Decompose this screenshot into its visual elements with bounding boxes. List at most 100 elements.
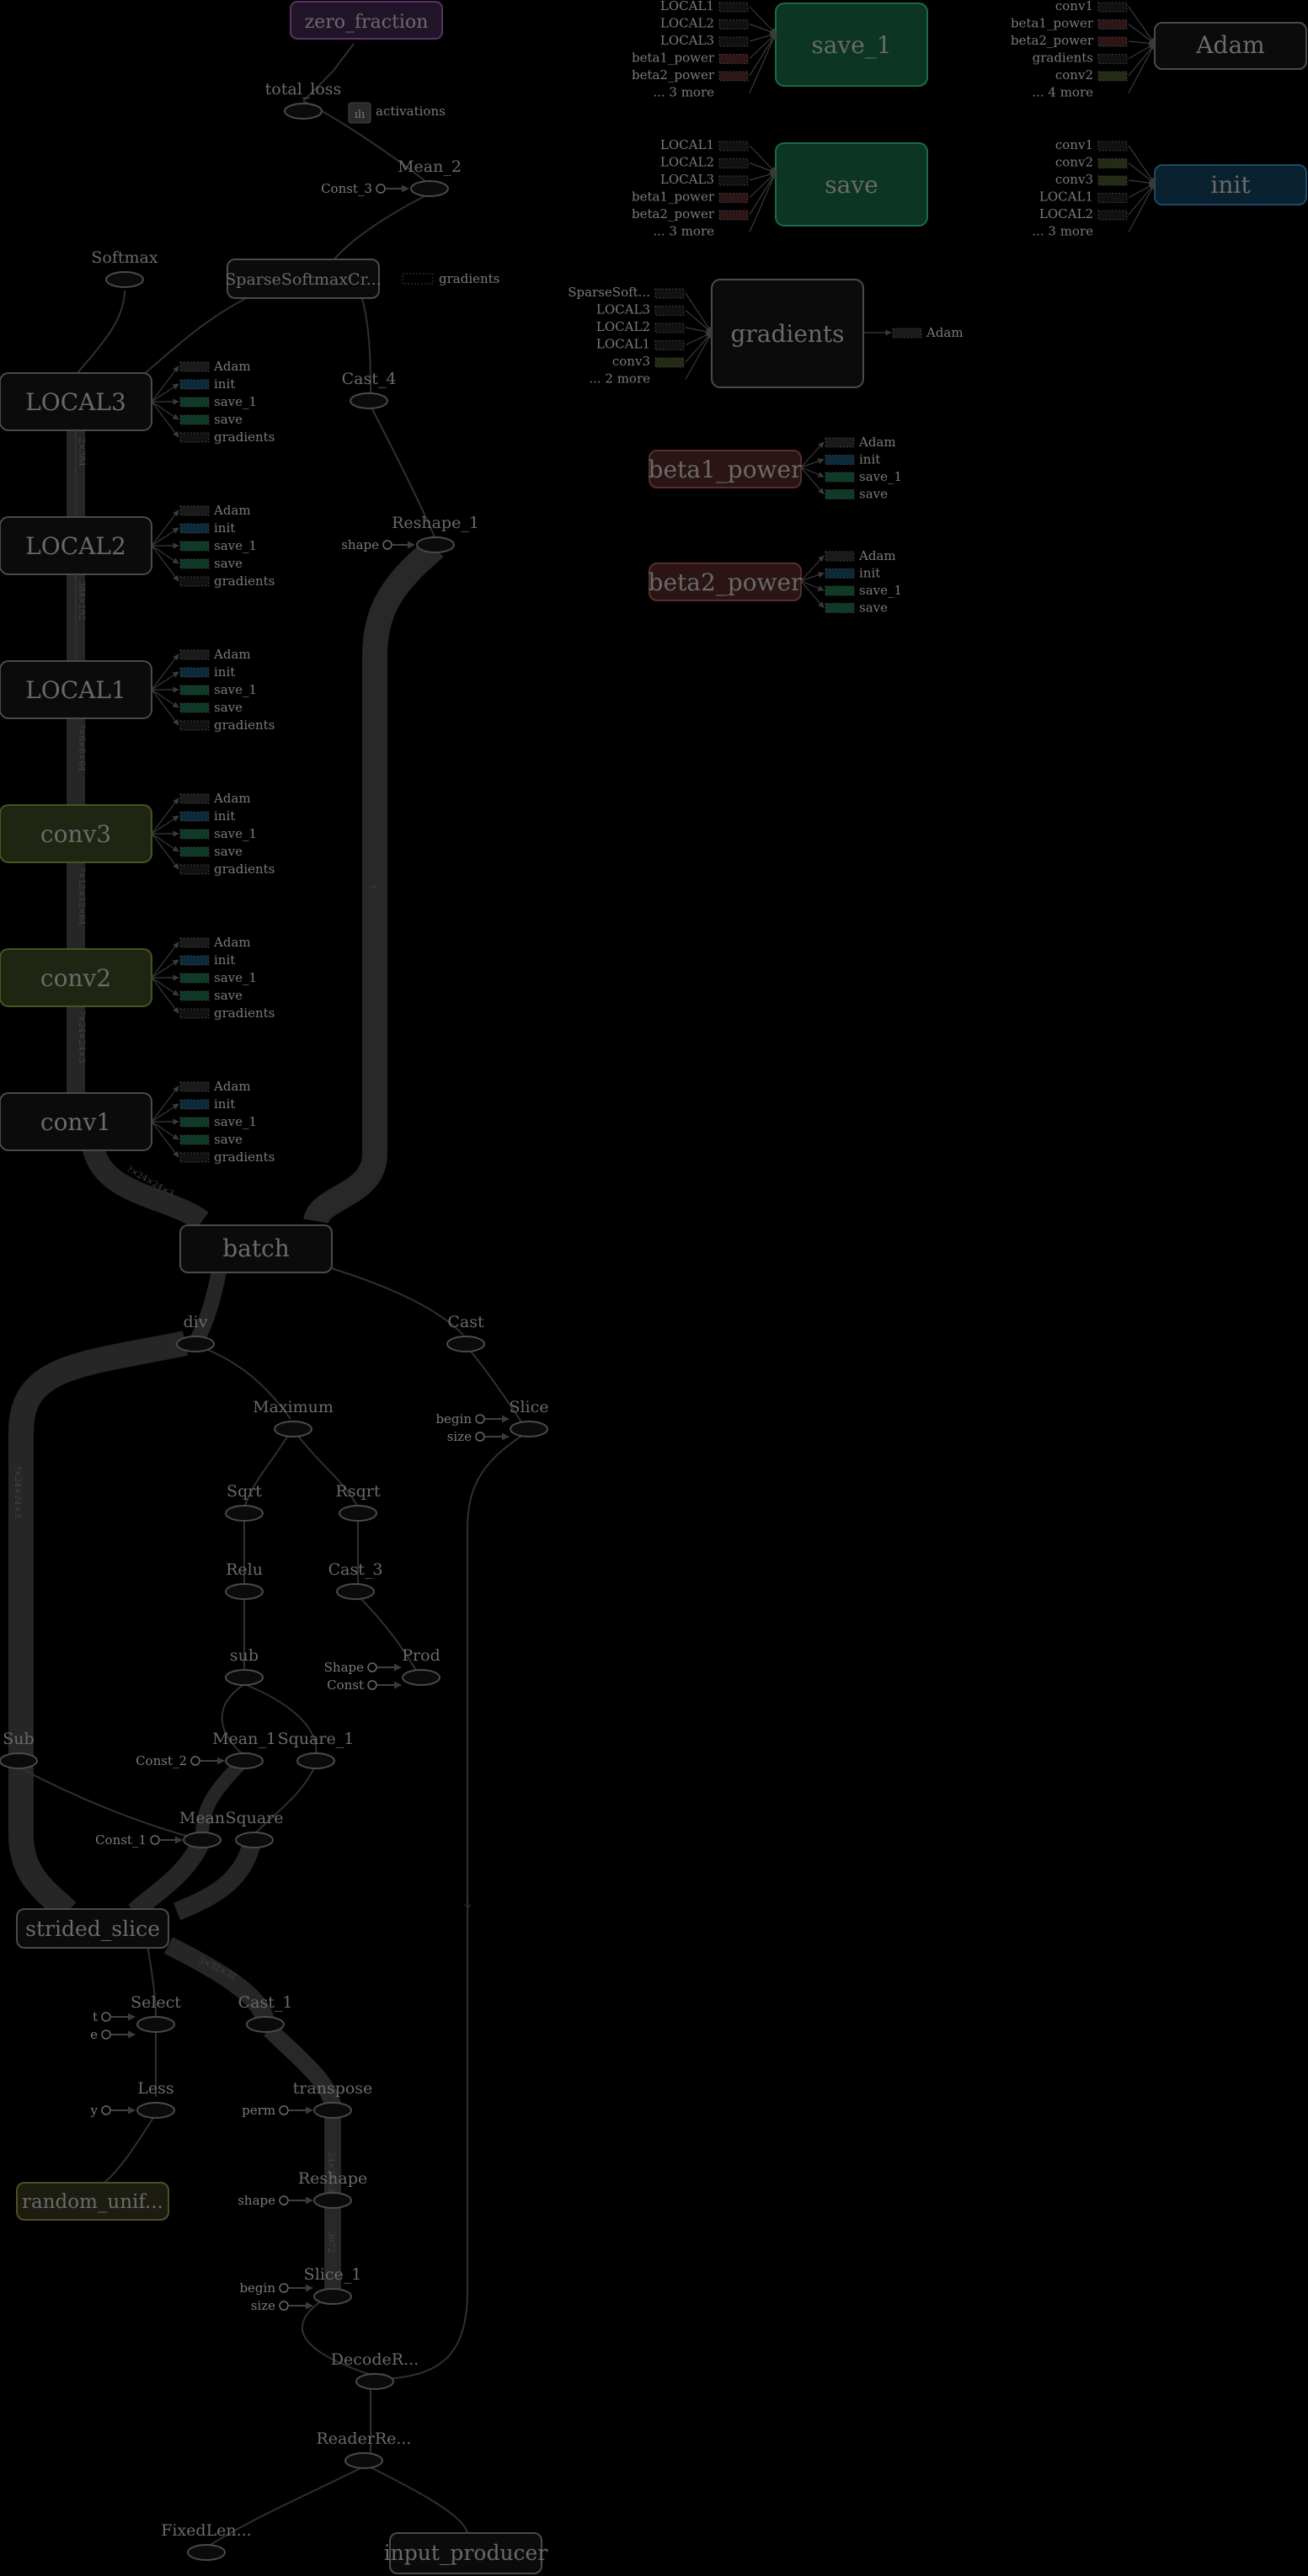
- op-cast-4[interactable]: Cast_4: [342, 370, 397, 409]
- op-slice-1[interactable]: Slice_1: [304, 2265, 362, 2305]
- init-input-item[interactable]: ... 3 more: [1032, 183, 1156, 239]
- local2-output-item[interactable]: gradients: [151, 545, 275, 589]
- op-div[interactable]: div: [176, 1313, 215, 1352]
- conv3-output-item[interactable]: init: [151, 808, 235, 835]
- op-slice[interactable]: Slice: [509, 1398, 549, 1437]
- op-sub-upper[interactable]: Sub: [0, 1730, 38, 1769]
- local1-output-item[interactable]: Adam: [151, 647, 251, 691]
- const-begin[interactable]: begin: [435, 1411, 510, 1427]
- const-shape[interactable]: shape: [238, 2193, 313, 2208]
- conv1-node[interactable]: conv1: [0, 1092, 152, 1151]
- beta2-output-item[interactable]: save_1: [800, 580, 902, 598]
- input-producer-node[interactable]: input_producer: [384, 2532, 548, 2574]
- conv2-output-item[interactable]: gradients: [151, 977, 275, 1021]
- const-const-2[interactable]: Const_2: [136, 1753, 225, 1768]
- const-shape[interactable]: shape: [341, 537, 415, 552]
- local3-node[interactable]: LOCAL3: [0, 372, 152, 431]
- op-decode[interactable]: DecodeR...: [331, 2350, 419, 2390]
- gradients-input-item[interactable]: LOCAL3: [596, 302, 713, 333]
- save-1-input-item[interactable]: beta2_power: [632, 33, 777, 83]
- save-input-item[interactable]: ... 3 more: [653, 172, 777, 239]
- local2-output-item[interactable]: Adam: [151, 503, 251, 547]
- const-e[interactable]: e: [90, 2027, 136, 2042]
- op-prod[interactable]: Prod: [402, 1646, 440, 1686]
- gradients-input-item[interactable]: LOCAL1: [596, 332, 713, 352]
- gradients-input-item[interactable]: ... 2 more: [589, 332, 713, 387]
- strided-slice-node[interactable]: strided_slice: [16, 1908, 169, 1949]
- gradients-input-item[interactable]: SparseSoft...: [568, 285, 713, 333]
- const-const[interactable]: Const: [327, 1677, 402, 1693]
- random-uniform-node[interactable]: random_unif...: [16, 2182, 169, 2221]
- save-input-item[interactable]: LOCAL2: [660, 155, 777, 174]
- local2-node[interactable]: LOCAL2: [0, 516, 152, 575]
- adam-input-item[interactable]: gradients: [1033, 43, 1156, 66]
- op-square[interactable]: Square: [225, 1809, 284, 1848]
- conv1-output-item[interactable]: gradients: [151, 1121, 275, 1165]
- conv2-output-item[interactable]: init: [151, 952, 235, 979]
- conv2-output-item[interactable]: save: [151, 977, 243, 1003]
- local3-output-item[interactable]: save: [151, 401, 243, 427]
- beta2-output-item[interactable]: init: [800, 566, 880, 582]
- init-input-item[interactable]: conv1: [1055, 137, 1156, 184]
- local3-output-item[interactable]: gradients: [151, 401, 275, 445]
- beta2-power-node[interactable]: beta2_power: [649, 563, 803, 601]
- gradients-output-item[interactable]: Adam: [863, 325, 964, 340]
- conv1-output-item[interactable]: Adam: [151, 1079, 251, 1123]
- sparse-softmax-node[interactable]: SparseSoftmaxCr...: [225, 259, 382, 299]
- conv2-output-item[interactable]: save_1: [152, 970, 257, 985]
- op-reshape[interactable]: Reshape: [298, 2169, 367, 2209]
- local3-output-item[interactable]: Adam: [151, 359, 251, 403]
- op-cast[interactable]: Cast: [446, 1313, 485, 1352]
- local1-node[interactable]: LOCAL1: [0, 660, 152, 719]
- beta2-output-item[interactable]: Adam: [800, 548, 896, 582]
- gradients-input-item[interactable]: LOCAL2: [596, 319, 713, 335]
- op-reader[interactable]: ReaderRe...: [316, 2429, 412, 2469]
- init-node[interactable]: init: [1154, 164, 1307, 205]
- save-1-input-item[interactable]: ... 3 more: [653, 33, 777, 100]
- op-sqrt[interactable]: Sqrt: [225, 1482, 264, 1522]
- const-t[interactable]: t: [93, 2009, 136, 2024]
- save-1-input-item[interactable]: LOCAL2: [660, 16, 777, 35]
- op-fixedlen[interactable]: FixedLen...: [161, 2521, 252, 2561]
- save-1-input-item[interactable]: LOCAL1: [660, 0, 777, 35]
- op-cast-3[interactable]: Cast_3: [328, 1560, 383, 1600]
- const-y[interactable]: y: [90, 2103, 136, 2118]
- zero-fraction-node[interactable]: zero_fraction: [290, 1, 443, 40]
- init-input-item[interactable]: LOCAL1: [1039, 183, 1156, 205]
- softmax-gradients-aux[interactable]: gradients: [402, 271, 499, 286]
- adam-input-item[interactable]: conv1: [1055, 0, 1156, 45]
- op-sub-lower[interactable]: sub: [225, 1646, 264, 1686]
- op-cast-1[interactable]: Cast_1: [238, 1993, 293, 2033]
- local1-output-item[interactable]: gradients: [151, 689, 275, 733]
- beta1-output-item[interactable]: init: [800, 452, 880, 468]
- save-1-input-item[interactable]: LOCAL3: [660, 32, 777, 48]
- op-transpose[interactable]: transpose: [293, 2079, 373, 2119]
- adam-input-item[interactable]: beta1_power: [1011, 16, 1156, 45]
- conv2-output-item[interactable]: Adam: [151, 935, 251, 979]
- gradients-node[interactable]: gradients: [711, 279, 864, 388]
- op-softmax[interactable]: Softmax: [91, 248, 158, 288]
- local3-output-item[interactable]: init: [151, 376, 235, 403]
- const-const-3[interactable]: Const_3: [321, 181, 409, 196]
- adam-node[interactable]: Adam: [1154, 22, 1307, 70]
- conv3-output-item[interactable]: gradients: [151, 833, 275, 877]
- conv3-output-item[interactable]: Adam: [151, 791, 251, 835]
- op-less[interactable]: Less: [136, 2079, 175, 2119]
- const-size[interactable]: size: [251, 2298, 313, 2313]
- op-reshape-1[interactable]: Reshape_1: [392, 514, 479, 553]
- const-size[interactable]: size: [447, 1429, 510, 1444]
- local1-output-item[interactable]: save: [151, 689, 243, 715]
- batch-node[interactable]: batch: [179, 1224, 333, 1273]
- conv3-output-item[interactable]: save_1: [152, 826, 257, 841]
- op-select[interactable]: Select: [131, 1993, 181, 2033]
- init-input-item[interactable]: conv3: [1055, 172, 1156, 187]
- const-begin[interactable]: begin: [239, 2280, 313, 2296]
- local3-output-item[interactable]: save_1: [152, 394, 257, 409]
- beta1-output-item[interactable]: save_1: [800, 467, 902, 484]
- local2-output-item[interactable]: save: [151, 545, 243, 571]
- op-mean-1[interactable]: Mean_1: [212, 1730, 276, 1769]
- activations-summary[interactable]: ılı activations: [348, 102, 446, 124]
- op-relu[interactable]: Relu: [225, 1560, 264, 1600]
- op-total-loss[interactable]: total_loss: [265, 80, 342, 120]
- const-perm[interactable]: perm: [242, 2103, 313, 2118]
